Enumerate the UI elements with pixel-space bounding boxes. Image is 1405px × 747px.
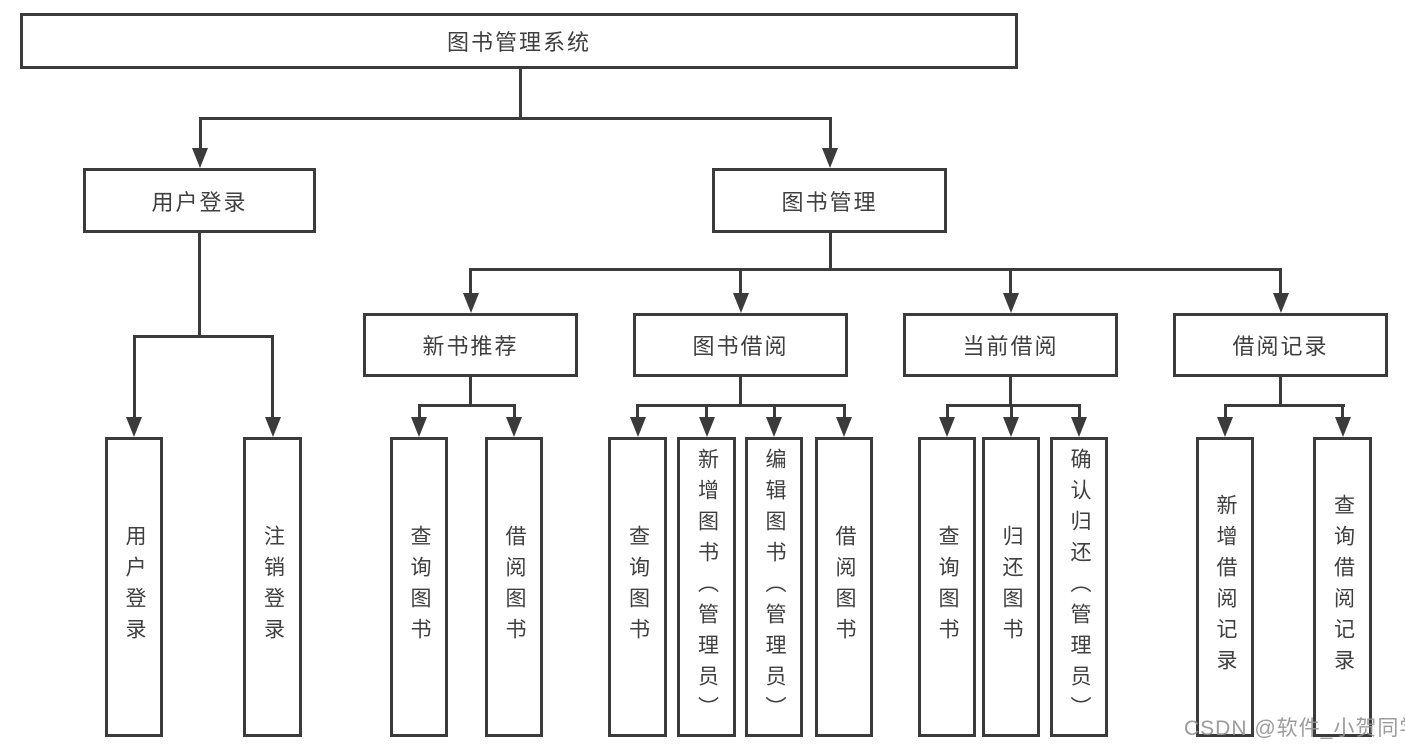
arrow-shaft: [417, 404, 421, 420]
arrow-down-icon: [629, 417, 646, 437]
arrow-down-icon: [1002, 293, 1019, 313]
arrow-down-icon: [462, 293, 479, 313]
connector-hline: [468, 268, 1282, 271]
node-user-login: 用户登录: [83, 168, 316, 233]
arrow-down-icon: [126, 417, 142, 437]
arrow-shaft: [739, 268, 742, 297]
arrow-shaft: [945, 404, 949, 420]
leaf-borrow-books: 借阅图书: [815, 437, 873, 737]
connector-hline: [417, 404, 516, 407]
arrow-down-icon: [1071, 417, 1087, 437]
leaf-edit-book-admin: 编辑图书（管理员）: [745, 437, 803, 737]
arrow-shaft: [1341, 404, 1344, 420]
csdn-watermark: CSDN @软件_小贺同学: [1184, 717, 1405, 740]
leaf-query-books-borrowing: 查询图书: [608, 437, 667, 737]
arrow-down-icon: [939, 417, 955, 437]
arrow-down-icon: [192, 148, 208, 168]
connector-hline: [1223, 404, 1345, 407]
node-book-management: 图书管理: [712, 168, 947, 233]
connector-vline: [1009, 375, 1012, 406]
arrow-shaft: [271, 335, 274, 419]
node-new-book-recommend: 新书推荐: [363, 313, 578, 377]
connector-vline: [518, 66, 522, 119]
arrow-shaft: [636, 404, 639, 420]
arrow-down-icon: [506, 417, 522, 437]
arrow-down-icon: [822, 148, 838, 168]
connector-hline: [198, 117, 832, 120]
node-library-management-system: 图书管理系统: [20, 13, 1018, 69]
node-current-borrowing: 当前借阅: [903, 313, 1118, 377]
arrow-shaft: [828, 117, 832, 150]
connector-hline: [132, 335, 274, 338]
arrow-shaft: [772, 404, 776, 420]
arrow-down-icon: [1272, 293, 1289, 313]
arrow-shaft: [132, 335, 136, 419]
connector-hline: [636, 404, 845, 407]
node-book-borrowing: 图书借阅: [633, 313, 848, 377]
connector-vline: [198, 231, 201, 337]
leaf-borrow-books-recommend: 借阅图书: [485, 437, 543, 737]
arrow-down-icon: [732, 293, 749, 313]
leaf-add-borrow-record: 新增借阅记录: [1196, 437, 1254, 737]
leaf-add-book-admin: 新增图书（管理员）: [677, 437, 736, 737]
arrow-down-icon: [411, 417, 427, 437]
arrow-down-icon: [836, 417, 852, 437]
arrow-down-icon: [264, 417, 281, 437]
arrow-down-icon: [698, 417, 715, 437]
leaf-return-books: 归还图书: [982, 437, 1040, 737]
leaf-user-login: 用户登录: [105, 437, 163, 737]
connector-vline: [828, 231, 832, 270]
leaf-query-books-current: 查询图书: [918, 437, 976, 737]
arrow-shaft: [469, 268, 472, 297]
arrow-shaft: [1077, 404, 1081, 420]
connector-vline: [739, 375, 742, 406]
leaf-query-borrow-record: 查询借阅记录: [1313, 437, 1372, 737]
arrow-down-icon: [1334, 417, 1351, 437]
arrow-down-icon: [766, 417, 782, 437]
connector-vline: [469, 375, 472, 406]
arrow-shaft: [1009, 268, 1012, 297]
connector-hline: [945, 404, 1081, 407]
node-borrowing-records: 借阅记录: [1173, 313, 1388, 377]
arrow-down-icon: [1217, 417, 1233, 437]
arrow-shaft: [842, 404, 846, 420]
leaf-query-books-recommend: 查询图书: [390, 437, 448, 737]
arrow-shaft: [1009, 404, 1013, 420]
arrow-shaft: [705, 404, 708, 420]
arrow-shaft: [1223, 404, 1227, 420]
arrow-shaft: [198, 117, 202, 150]
leaf-logout: 注销登录: [243, 437, 302, 737]
arrow-down-icon: [1003, 417, 1019, 437]
connector-vline: [1279, 375, 1282, 406]
arrow-shaft: [1279, 268, 1282, 297]
arrow-shaft: [512, 404, 516, 420]
leaf-confirm-return-admin: 确认归还（管理员）: [1050, 437, 1108, 737]
